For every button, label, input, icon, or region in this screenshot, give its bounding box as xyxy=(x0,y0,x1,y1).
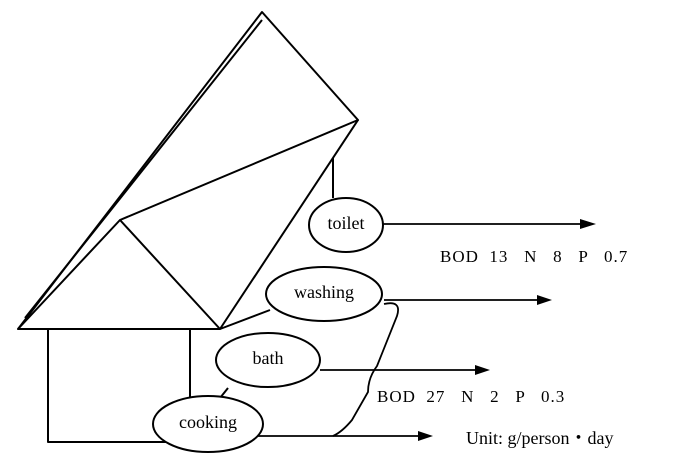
cooking-arrowhead xyxy=(418,431,433,441)
bath-arrowhead xyxy=(475,365,490,375)
toilet-arrowhead xyxy=(580,219,596,229)
toilet-load-text: BOD 13 N 8 P 0.7 xyxy=(440,247,628,266)
bath-node xyxy=(215,332,321,388)
washing-arrowhead xyxy=(537,295,552,305)
washing-node xyxy=(265,266,383,322)
cooking-label: cooking xyxy=(179,412,237,432)
other-load-text: BOD 27 N 2 P 0.3 xyxy=(377,387,565,406)
unit-note: Unit: g/person・day xyxy=(466,428,613,448)
toilet-label: toilet xyxy=(328,213,365,233)
grouping-brace xyxy=(332,302,399,437)
outflow-lines xyxy=(258,223,585,437)
toilet-node xyxy=(308,197,384,253)
house-wall xyxy=(47,330,195,443)
roof-front xyxy=(17,219,221,330)
arrowheads xyxy=(418,219,596,441)
washing-label: washing xyxy=(294,282,354,302)
bath-label: bath xyxy=(253,348,284,368)
cooking-node xyxy=(152,395,264,453)
roof-slope xyxy=(17,11,359,330)
